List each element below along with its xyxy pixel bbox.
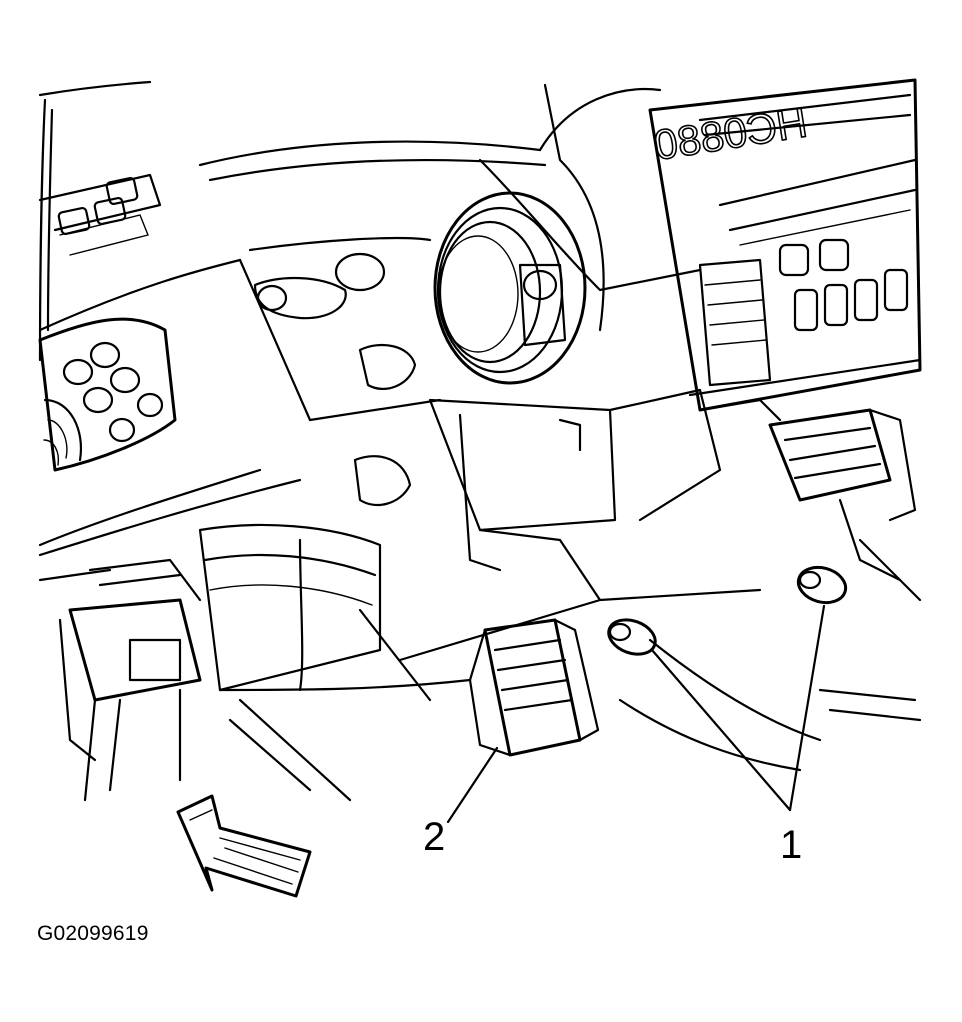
left-switch-bank <box>57 176 139 236</box>
harness-connector <box>468 618 600 757</box>
instrument-cluster-shroud <box>198 83 702 422</box>
callout-leader-2 <box>446 746 499 824</box>
direction-arrow-icon <box>176 794 312 898</box>
center-stack: HC0880 <box>648 78 922 422</box>
left-lower-connector <box>38 558 202 802</box>
right-connector-block <box>768 408 917 582</box>
callout-label-2: 2 <box>423 815 445 859</box>
steering-column-hub <box>253 191 587 390</box>
callout-label-1: 1 <box>780 823 802 867</box>
figure-id: G02099619 <box>37 922 149 945</box>
left-dash-panel <box>38 80 302 557</box>
cluster-text: HC0880 <box>651 98 811 169</box>
callout-leader-1 <box>650 604 826 812</box>
lower-bracket <box>198 388 922 802</box>
headlamp-switch-cluster <box>38 317 177 472</box>
fastener-left <box>607 618 657 656</box>
fastener-right <box>796 565 848 605</box>
